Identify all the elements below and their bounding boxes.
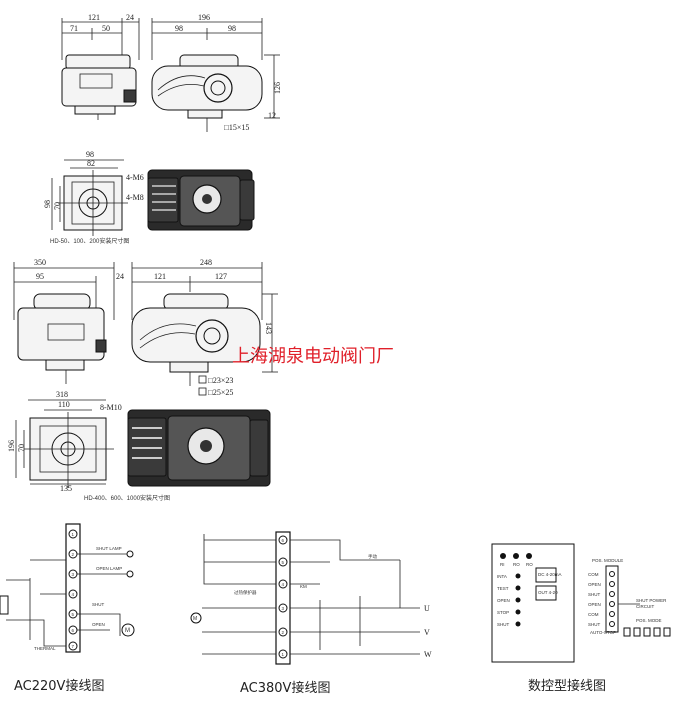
dim-small-outer: 98 xyxy=(86,150,94,159)
phase-w: W xyxy=(424,650,432,659)
small-actuator-photo xyxy=(147,169,255,231)
label-open-lamp: OPEN LAMP xyxy=(96,566,122,571)
led-ri: RI xyxy=(500,562,505,567)
led-ro-2: RO xyxy=(526,562,533,567)
dim-top-side-a: 98 xyxy=(175,24,183,33)
dim-mid-side-height: 143 xyxy=(264,322,273,334)
top-front-view: 121 71 50 24 xyxy=(61,13,140,120)
caption-ac220: AC220V接线图 xyxy=(14,678,104,694)
dim-top-front-total: 121 xyxy=(88,13,100,22)
dim-top-side-total: 196 xyxy=(198,13,210,22)
ac220-terminal-6: 6 xyxy=(72,628,75,633)
mid-front-view: 350 95 24 xyxy=(13,258,124,384)
panel-row-open: OPEN xyxy=(497,598,510,603)
mid-side-view: 248 121 127 143 □23×23 □25×25 xyxy=(131,258,278,397)
wiring-ac380: 6 5 4 3 2 1 M 过热保护器 KM 手动 U V W AC380V接线… xyxy=(190,531,432,696)
dim-small-inner: 82 xyxy=(87,159,95,168)
watermark-text: 上海湖泉电动阀门厂 xyxy=(232,346,394,367)
dim-mid-shaft-a: □23×23 xyxy=(208,376,233,385)
note-auto-stop: AUTO-STOP xyxy=(590,630,616,635)
pos-module-title: POS. MODULE xyxy=(592,558,623,563)
note-pos-mode: POS. MODE xyxy=(636,618,662,623)
dim-large-outer: 318 xyxy=(56,390,68,399)
large-plan-view: 318 110 196 70 8-M10 135 HD-400、600、1000… xyxy=(7,390,170,502)
note-shut-power: SHUT POWER xyxy=(636,598,667,603)
caption-digital: 数控型接线图 xyxy=(528,678,606,694)
caption-ac380: AC380V接线图 xyxy=(240,680,330,696)
dim-large-h-inner: 70 xyxy=(17,444,26,452)
right-row-6: SHUT xyxy=(588,622,601,627)
panel-row-stop: STOP xyxy=(497,610,509,615)
dim-top-front-right: 24 xyxy=(126,13,134,22)
dim-small-h-outer: 98 xyxy=(43,200,52,208)
ac220-terminals: 1 2 3 4 5 6 7 xyxy=(68,529,78,651)
ac380-terminal-1: 1 xyxy=(282,652,285,657)
right-row-5: COM xyxy=(588,612,599,617)
ac380-protector: 过热保护器 xyxy=(234,589,257,596)
led-ro-1: RO xyxy=(513,562,520,567)
ac380-terminal-6: 6 xyxy=(282,538,285,543)
panel-row-inta: INTA xyxy=(497,574,507,579)
right-row-4: OPEN xyxy=(588,602,601,607)
label-shut: SHUT xyxy=(92,602,105,607)
ac220-terminal-7: 7 xyxy=(72,644,75,649)
ac220-terminal-3: 3 xyxy=(72,572,75,577)
right-row-2: OPEN xyxy=(588,582,601,587)
phase-u: U xyxy=(424,604,430,613)
dim-top-shaft: □15×15 xyxy=(224,123,249,132)
dim-large-h-outer: 196 xyxy=(7,440,16,452)
wiring-digital: RI RO RO INTA TEST OPEN STOP SHUT DC 4-2… xyxy=(491,543,671,694)
label-open: OPEN xyxy=(92,622,105,627)
ac220-terminal-4: 4 xyxy=(72,592,75,597)
ac380-motor: M xyxy=(193,616,197,622)
wiring-ac220: 1 2 3 4 5 6 7 M SHUT LAMP OPEN LAMP SHUT… xyxy=(0,523,135,694)
ac380-terminal-2: 2 xyxy=(282,630,285,635)
top-side-view: 196 98 98 126 12 □15×15 xyxy=(151,13,282,132)
dim-mid-side-a: 121 xyxy=(154,272,166,281)
dim-top-side-b: 98 xyxy=(228,24,236,33)
caption-large-install: HD-400、600、1000安装尺寸图 xyxy=(84,494,170,502)
bolt-small-1: 4-M6 xyxy=(126,173,144,182)
ac220-terminal-2: 2 xyxy=(72,552,75,557)
phase-v: V xyxy=(424,628,430,637)
digital-bottom-terminals xyxy=(623,627,671,637)
right-row-3: SHUT xyxy=(588,592,601,597)
ac380-terminal-5: 5 xyxy=(282,560,285,565)
dim-small-h-inner: 70 xyxy=(53,202,62,210)
dim-mid-side-total: 248 xyxy=(200,258,212,267)
dim-mid-front-right: 24 xyxy=(116,272,124,281)
ac380-terminal-3: 3 xyxy=(282,606,285,611)
dim-mid-side-b: 127 xyxy=(215,272,227,281)
right-row-1: COM xyxy=(588,572,599,577)
label-shut-lamp: SHUT LAMP xyxy=(96,546,122,551)
label-thermal: THERMAL xyxy=(34,646,56,651)
large-actuator-photo xyxy=(127,409,271,487)
dim-mid-front-left: 95 xyxy=(36,272,44,281)
note-circuit: CIRCUIT xyxy=(636,604,654,609)
dim-top-side-height: 126 xyxy=(273,82,282,94)
box-out: OUT 4-20 xyxy=(538,590,558,595)
ac220-terminal-1: 1 xyxy=(72,532,75,537)
small-plan-view: 98 82 98 70 4-M6 4-M8 HD-50、100、200安装尺寸图 xyxy=(43,150,144,245)
ac380-km: KM xyxy=(300,584,307,589)
box-dc-input: DC 4-20mA xyxy=(538,572,562,577)
svg-text:M: M xyxy=(125,628,130,634)
ac220-terminal-5: 5 xyxy=(72,612,75,617)
dim-top-side-h2: 12 xyxy=(268,111,276,120)
panel-row-shut: SHUT xyxy=(497,622,510,627)
dim-top-front-left: 71 xyxy=(70,24,78,33)
dim-large-bottom: 135 xyxy=(60,484,72,493)
dim-mid-front-total: 350 xyxy=(34,258,46,267)
dim-large-inner: 110 xyxy=(58,400,70,409)
bolt-small-2: 4-M8 xyxy=(126,193,144,202)
ac380-terminal-4: 4 xyxy=(282,582,285,587)
dim-top-front-mid: 50 xyxy=(102,24,110,33)
panel-row-test: TEST xyxy=(497,586,509,591)
bolt-large: 8-M10 xyxy=(100,403,122,412)
dim-mid-shaft-b: □25×25 xyxy=(208,388,233,397)
caption-small-install: HD-50、100、200安装尺寸图 xyxy=(50,237,129,245)
ac380-sw: 手动 xyxy=(368,553,377,560)
